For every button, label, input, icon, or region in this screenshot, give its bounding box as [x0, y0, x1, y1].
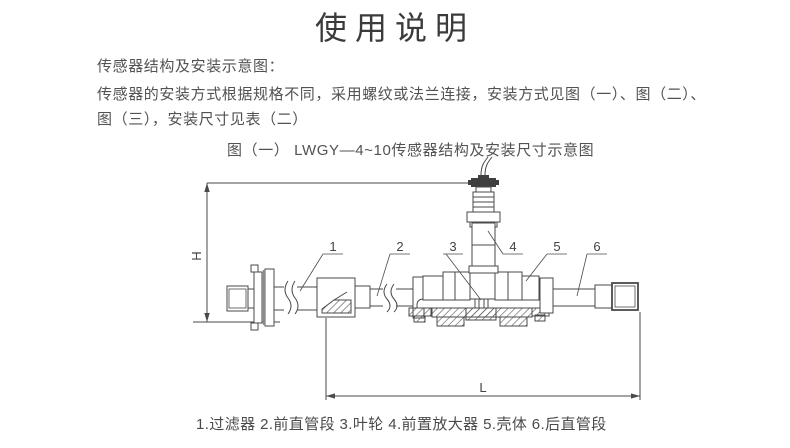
- cable-gland-cap: [478, 175, 489, 179]
- part-label-5: 5: [525, 239, 567, 282]
- page-title: 使用说明: [314, 10, 475, 46]
- pipe-break-icon: [284, 280, 292, 315]
- paragraph-line-2: 图（三），安装尺寸见表（二）: [97, 111, 308, 128]
- parts-legend: 1.过滤器 2.前直管段 3.叶轮 4.前置放大器 5.壳体 6.后直管段: [196, 416, 607, 433]
- part-label-2: 2: [376, 239, 410, 297]
- part-label-1: 1: [299, 239, 343, 292]
- svg-text:3: 3: [449, 239, 456, 254]
- preamplifier: [466, 156, 501, 274]
- part-label-4: 4: [487, 230, 523, 255]
- dimension-h-label: H: [189, 251, 204, 260]
- rear-pipe-section: [539, 277, 639, 314]
- front-pipe-section: [354, 283, 413, 313]
- paragraph-line-1: 传感器的安装方式根据规格不同，采用螺纹或法兰连接，安装方式见图（一）、图（二）、: [97, 86, 707, 103]
- section-heading: 传感器结构及安装示意图：: [97, 58, 285, 75]
- svg-text:2: 2: [396, 239, 403, 254]
- svg-text:5: 5: [553, 239, 560, 254]
- filter-screen-hatch: [321, 299, 352, 314]
- part-label-3: 3: [443, 239, 482, 301]
- sensor-installation-diagram: H L: [189, 156, 641, 400]
- svg-text:4: 4: [509, 239, 516, 254]
- dimension-l-label: L: [479, 380, 486, 395]
- filter-assembly: [226, 264, 356, 331]
- end-fitting: [611, 282, 639, 311]
- housing-base-hatch: [408, 307, 550, 327]
- housing: [408, 271, 550, 327]
- flange: [250, 264, 275, 331]
- cable: [480, 156, 493, 176]
- pipe-break-icon: [383, 283, 391, 313]
- turbine-hub: [474, 298, 489, 309]
- svg-text:1: 1: [329, 239, 336, 254]
- figure-caption: 图（一） LWGY—4~10传感器结构及安装尺寸示意图: [227, 142, 595, 159]
- part-label-6: 6: [576, 239, 607, 297]
- svg-text:6: 6: [593, 239, 600, 254]
- dimension-l: L: [325, 312, 641, 400]
